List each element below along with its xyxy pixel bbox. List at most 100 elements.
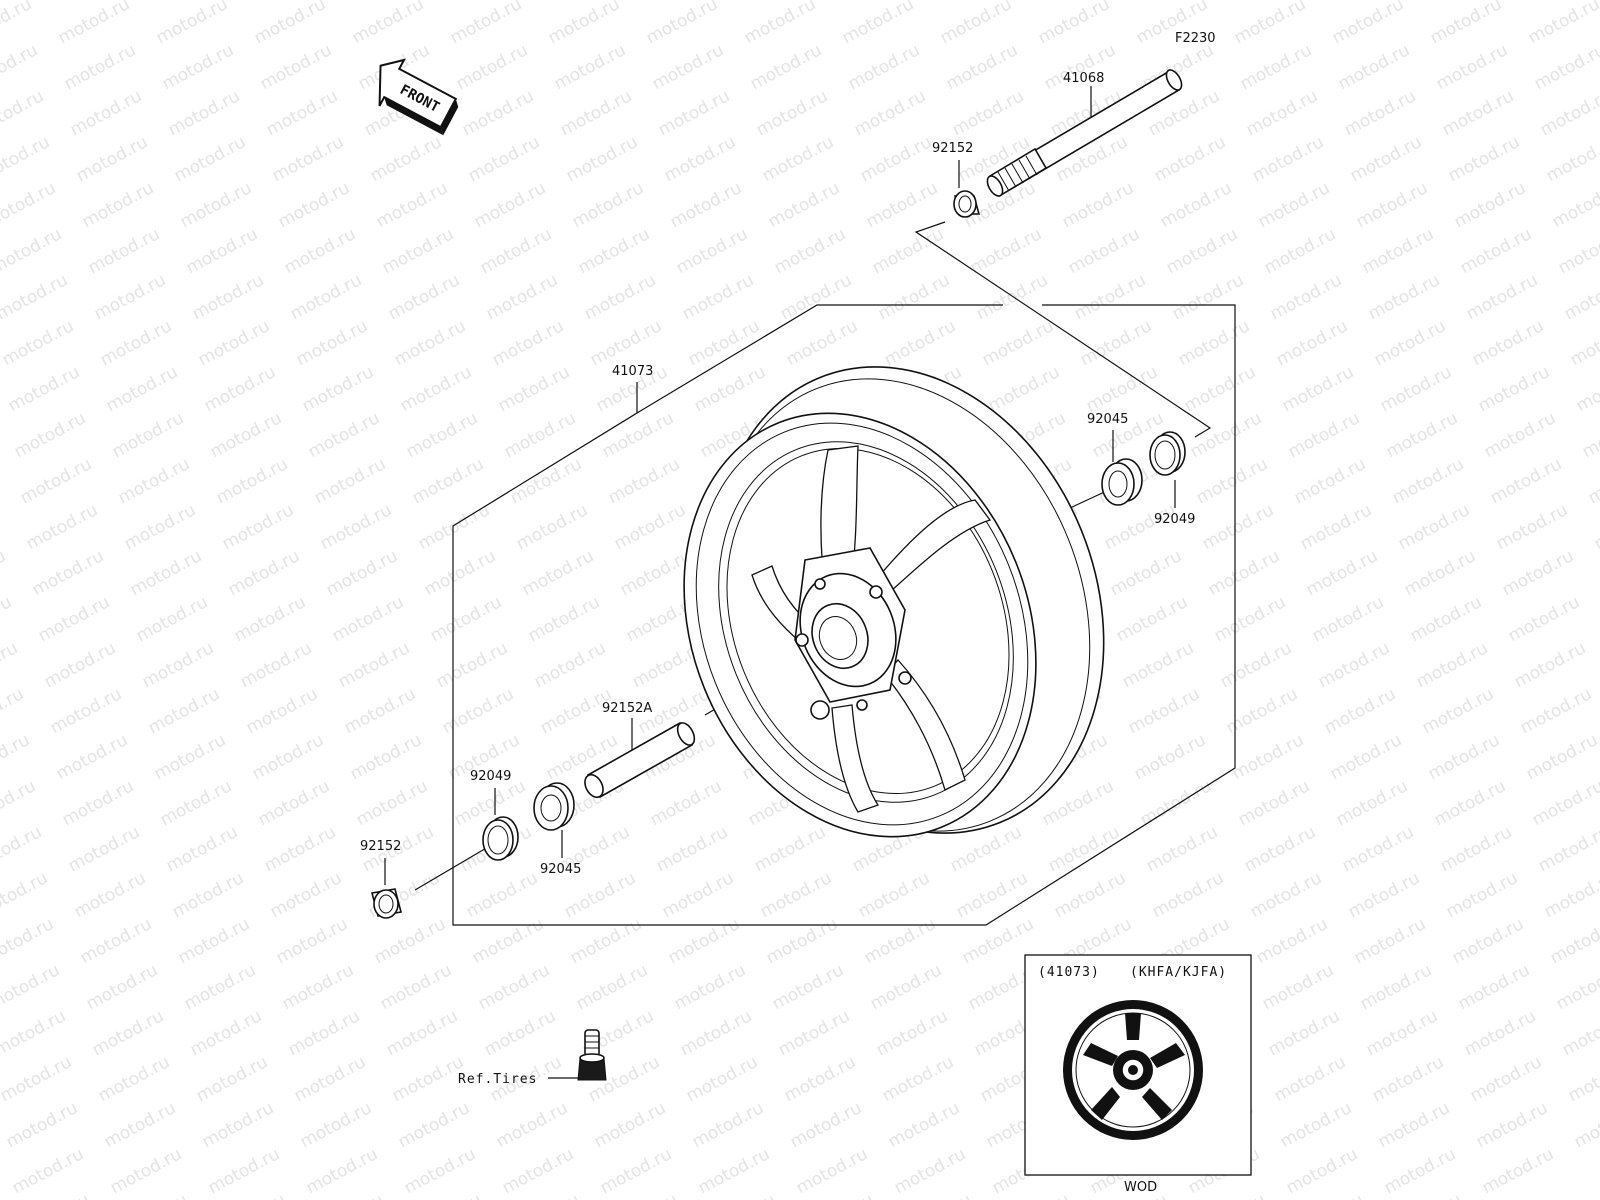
watermark-text: motod.ru xyxy=(1265,1006,1343,1060)
watermark-text: motod.ru xyxy=(73,132,151,186)
watermark-text: motod.ru xyxy=(1467,1052,1545,1106)
watermark-text: motod.ru xyxy=(937,0,1015,48)
watermark-text: motod.ru xyxy=(661,132,739,186)
watermark-text: motod.ru xyxy=(757,868,835,922)
watermark-text: motod.ru xyxy=(17,454,95,508)
watermark-text: motod.ru xyxy=(1357,960,1435,1014)
watermark-text: motod.ru xyxy=(1559,1006,1600,1060)
watermark-text: motod.ru xyxy=(1479,1144,1557,1198)
watermark-text: motod.ru xyxy=(101,1098,179,1152)
watermark-text: motod.ru xyxy=(1321,684,1399,738)
inset-color-code: WOD xyxy=(1124,1180,1157,1195)
watermark-text: motod.ru xyxy=(249,730,327,784)
watermark-text: motod.ru xyxy=(159,40,237,94)
watermark-text: motod.ru xyxy=(753,86,831,140)
watermark-text: motod.ru xyxy=(0,1052,75,1106)
watermark-text: motod.ru xyxy=(403,408,481,462)
watermark-text: motod.ru xyxy=(1297,500,1375,554)
watermark-text: motod.ru xyxy=(291,1052,369,1106)
watermark-text: motod.ru xyxy=(183,224,261,278)
watermark-text: motod.ru xyxy=(679,270,757,324)
watermark-text: motod.ru xyxy=(0,40,41,94)
watermark-text: motod.ru xyxy=(121,500,199,554)
watermark-text: motod.ru xyxy=(243,684,321,738)
watermark-text: motod.ru xyxy=(1369,1052,1447,1106)
watermark-text: motod.ru xyxy=(193,1052,271,1106)
watermark-text: motod.ru xyxy=(1119,638,1197,692)
watermark-text: motod.ru xyxy=(671,960,749,1014)
watermark-text: motod.ru xyxy=(573,960,651,1014)
watermark-text: motod.ru xyxy=(1249,132,1327,186)
watermark-text: motod.ru xyxy=(177,178,255,232)
watermark-text: motod.ru xyxy=(0,500,3,554)
watermark-text: motod.ru xyxy=(317,500,395,554)
watermark-text: motod.ru xyxy=(77,914,155,968)
watermark-text: motod.ru xyxy=(1335,40,1413,94)
watermark-text: motod.ru xyxy=(861,914,939,968)
watermark-text: motod.ru xyxy=(1229,730,1307,784)
watermark-text: motod.ru xyxy=(1535,822,1600,876)
watermark-text: motod.ru xyxy=(1567,316,1600,370)
watermark-text: motod.ru xyxy=(689,1098,767,1152)
watermark-text: motod.ru xyxy=(763,914,841,968)
seal-left-part: 92049 xyxy=(470,769,519,861)
watermark-text: motod.ru xyxy=(335,638,413,692)
inset-variant: (KHFA/KJFA) xyxy=(1130,965,1227,980)
watermark-text: motod.ru xyxy=(175,914,253,968)
watermark-text: motod.ru xyxy=(777,270,855,324)
watermark-text: motod.ru xyxy=(371,914,449,968)
watermark-text: motod.ru xyxy=(273,914,351,968)
watermark-text: motod.ru xyxy=(653,822,731,876)
watermark-text: motod.ru xyxy=(59,776,137,830)
watermark-text: motod.ru xyxy=(1457,224,1535,278)
watermark-text: motod.ru xyxy=(567,914,645,968)
watermark-text: motod.ru xyxy=(1591,500,1600,554)
watermark-text: motod.ru xyxy=(65,822,143,876)
watermark-text: motod.ru xyxy=(1451,178,1529,232)
watermark-text: motod.ru xyxy=(409,454,487,508)
watermark-text: motod.ru xyxy=(0,132,53,186)
watermark-text: motod.ru xyxy=(0,592,15,646)
watermark-text: motod.ru xyxy=(5,362,83,416)
watermark-text: motod.ru xyxy=(839,0,917,48)
watermark-text: motod.ru xyxy=(751,822,829,876)
watermark-text: motod.ru xyxy=(1143,822,1221,876)
watermark-text: motod.ru xyxy=(531,638,609,692)
watermark-text: motod.ru xyxy=(199,1098,277,1152)
watermark-text: motod.ru xyxy=(483,270,561,324)
watermark-text: motod.ru xyxy=(581,270,659,324)
watermark-text: motod.ru xyxy=(1549,178,1600,232)
collar-top-part: 92152 xyxy=(932,141,981,218)
watermark-text: motod.ru xyxy=(1473,1098,1551,1152)
watermark-text: motod.ru xyxy=(0,868,51,922)
watermark-text: motod.ru xyxy=(0,776,39,830)
watermark-text: motod.ru xyxy=(367,132,445,186)
watermark-text: motod.ru xyxy=(747,40,825,94)
watermark-text: motod.ru xyxy=(525,592,603,646)
watermark-text: motod.ru xyxy=(127,546,205,600)
watermark-text: motod.ru xyxy=(1463,270,1541,324)
watermark-text: motod.ru xyxy=(1181,362,1259,416)
watermark-text: motod.ru xyxy=(499,1144,577,1198)
watermark-text: motod.ru xyxy=(875,270,953,324)
watermark-text: motod.ru xyxy=(187,1006,265,1060)
watermark-text: motod.ru xyxy=(1107,546,1185,600)
watermark-text: motod.ru xyxy=(261,822,339,876)
watermark-text: motod.ru xyxy=(1041,40,1119,94)
watermark-text: motod.ru xyxy=(545,0,623,48)
watermark-text: motod.ru xyxy=(1267,270,1345,324)
watermark-text: motod.ru xyxy=(275,178,353,232)
watermark-text: motod.ru xyxy=(163,822,241,876)
watermark-text: motod.ru xyxy=(857,132,935,186)
watermark-text: motod.ru xyxy=(1389,454,1467,508)
watermark-text: motod.ru xyxy=(1151,132,1229,186)
watermark-text: motod.ru xyxy=(1347,132,1425,186)
watermark-text: motod.ru xyxy=(1273,316,1351,370)
collar-top-label: 92152 xyxy=(932,141,973,156)
watermark-text: motod.ru xyxy=(1131,730,1209,784)
seal-right-part: 92049 xyxy=(1149,431,1195,527)
watermark-text: motod.ru xyxy=(285,1006,363,1060)
watermark-text: motod.ru xyxy=(1493,500,1571,554)
watermark-text: motod.ru xyxy=(1553,960,1600,1014)
watermark-text: motod.ru xyxy=(891,1144,969,1198)
